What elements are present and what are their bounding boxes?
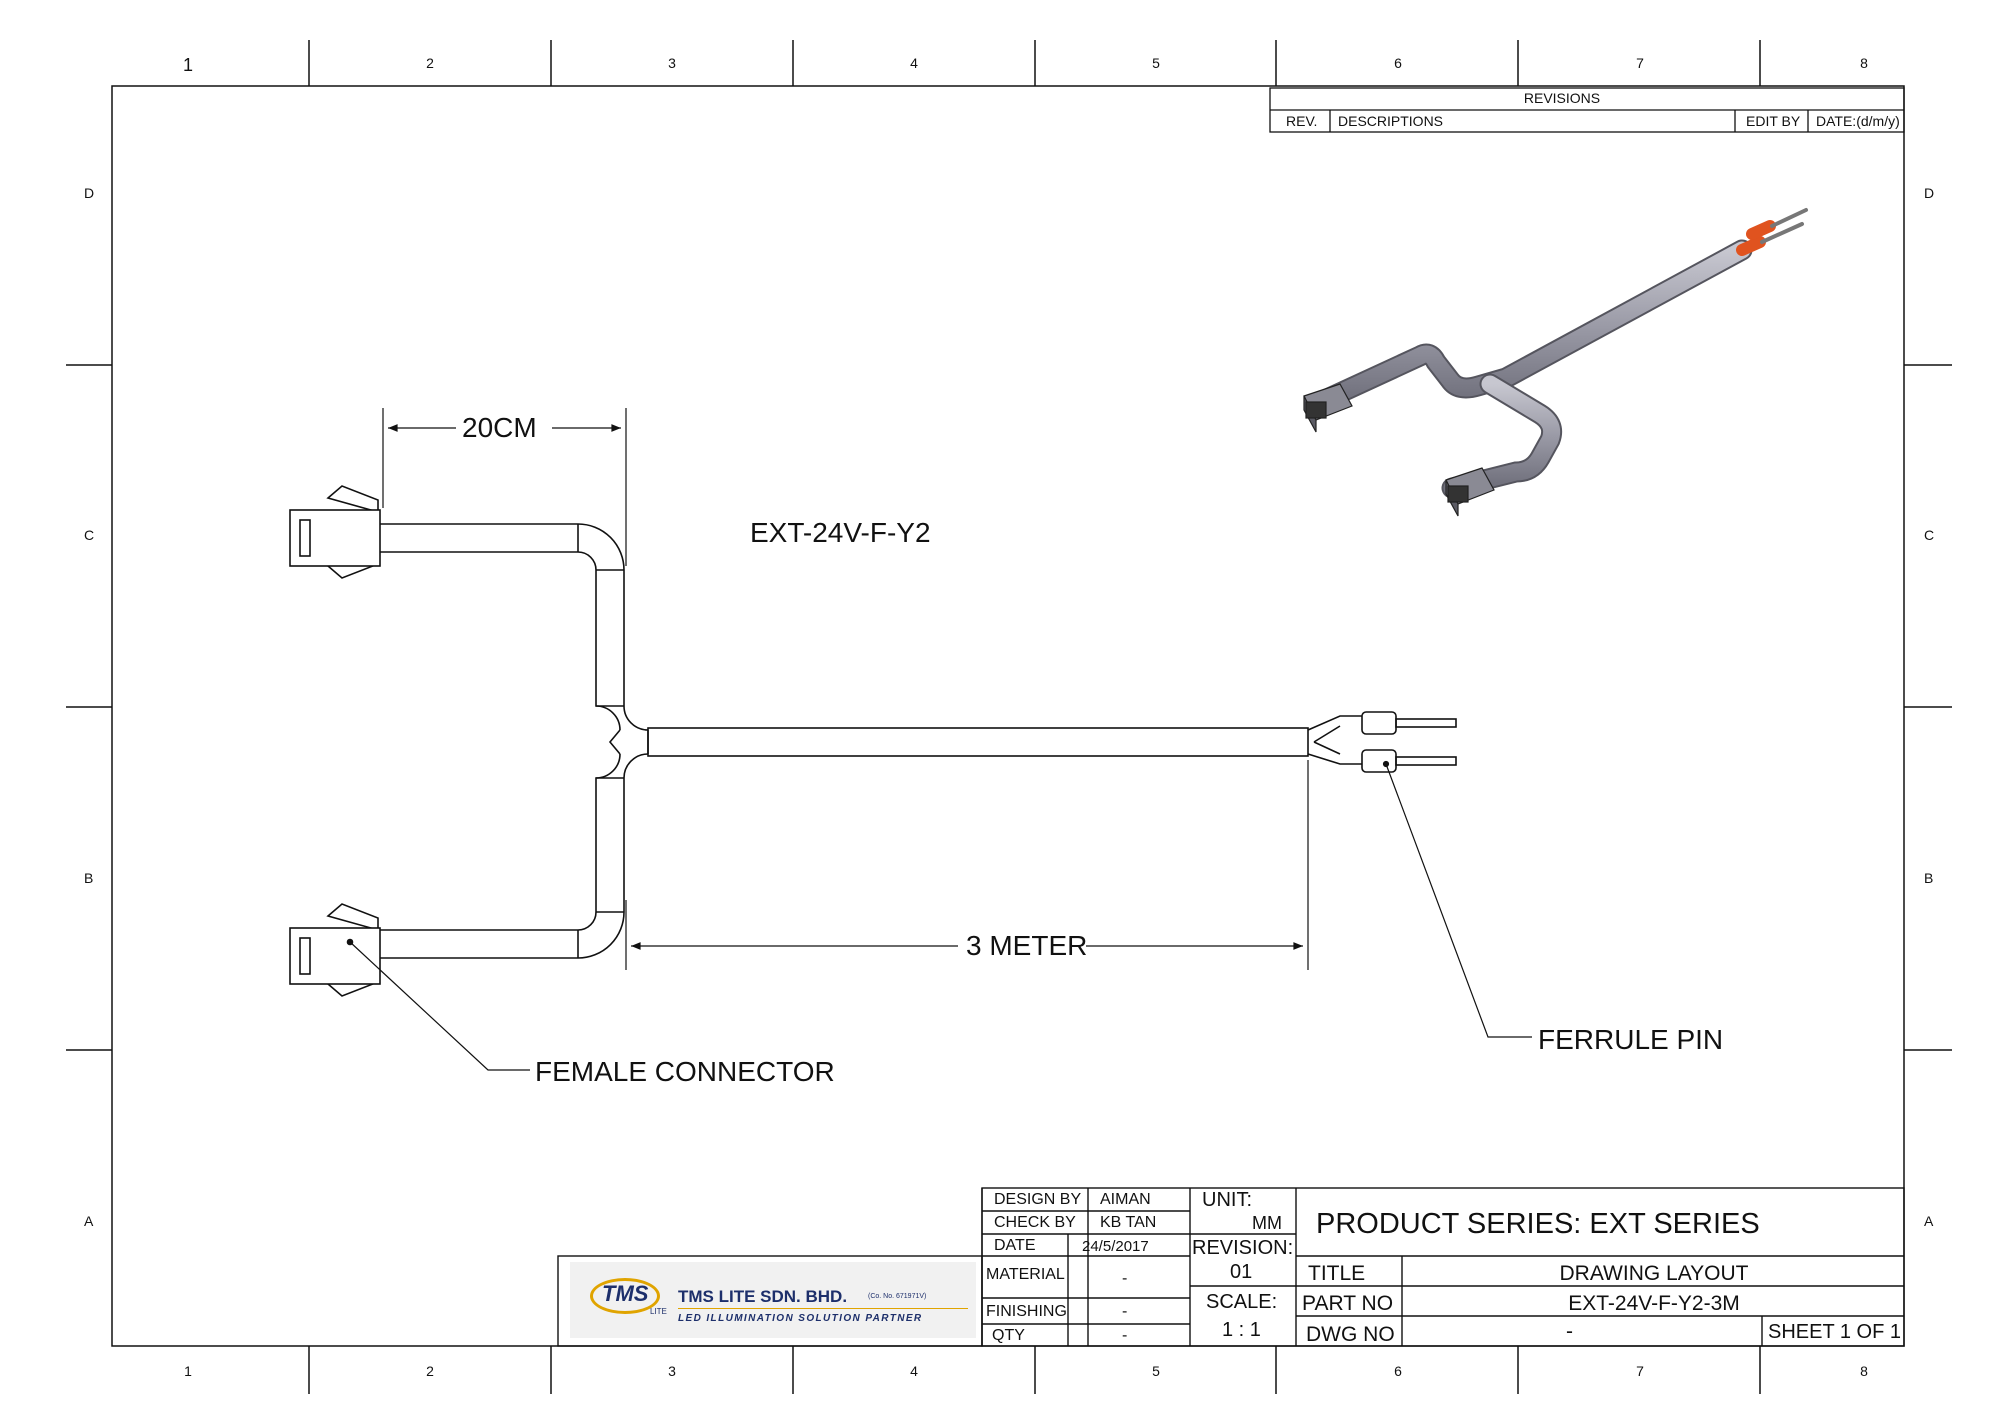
company-reg-no: (Co. No. 671971V) xyxy=(868,1293,927,1300)
tb-qty: - xyxy=(1122,1327,1128,1344)
zone-col-6-bottom: 6 xyxy=(1394,1363,1402,1379)
tb-date: 24/5/2017 xyxy=(1082,1238,1149,1255)
zone-row-c-right: C xyxy=(1924,527,1935,543)
tb-date-label: DATE xyxy=(994,1237,1036,1254)
zone-col-2-top: 2 xyxy=(426,55,434,71)
dimension-branch-label: 20CM xyxy=(462,412,537,443)
tb-finishing: - xyxy=(1122,1303,1128,1320)
tb-finishing-label: FINISHING xyxy=(986,1303,1067,1320)
revisions-table xyxy=(1269,87,1905,133)
zone-row-b-left: B xyxy=(84,870,94,886)
model-label: EXT-24V-F-Y2 xyxy=(750,517,931,548)
logo-divider xyxy=(678,1308,968,1309)
zone-col-6-top: 6 xyxy=(1394,55,1402,71)
logo-text: TMS xyxy=(602,1281,649,1306)
tb-unit-label: UNIT: xyxy=(1202,1189,1252,1211)
zone-col-3-bottom: 3 xyxy=(668,1363,676,1379)
harness-2d xyxy=(380,523,1457,959)
tb-revision: 01 xyxy=(1230,1261,1253,1283)
tb-material: - xyxy=(1122,1270,1128,1287)
tb-scale: 1 : 1 xyxy=(1222,1319,1261,1341)
connector-3d-b xyxy=(1445,467,1495,517)
tb-part-no-label: PART NO xyxy=(1302,1292,1394,1315)
zone-row-d-left: D xyxy=(84,185,95,201)
zone-col-5-bottom: 5 xyxy=(1152,1363,1160,1379)
zone-col-4-top: 4 xyxy=(910,55,918,71)
zone-col-4-bottom: 4 xyxy=(910,1363,918,1379)
tb-check-by-label: CHECK BY xyxy=(994,1214,1076,1231)
callout-ferrule-pin: FERRULE PIN xyxy=(1538,1024,1724,1055)
zone-row-a-left: A xyxy=(84,1213,94,1229)
zone-col-2-bottom: 2 xyxy=(426,1363,434,1379)
revisions-title: REVISIONS xyxy=(1523,90,1601,106)
tb-product-series: PRODUCT SERIES: EXT SERIES xyxy=(1316,1208,1760,1240)
tb-dwg-no: - xyxy=(1566,1320,1573,1343)
zone-row-c-left: C xyxy=(84,527,95,543)
zone-row-a-right: A xyxy=(1924,1213,1934,1229)
zone-col-8-top: 8 xyxy=(1860,55,1868,71)
tb-design-by-label: DESIGN BY xyxy=(994,1191,1082,1208)
tb-unit: MM xyxy=(1252,1213,1282,1233)
female-connector-top xyxy=(289,485,381,579)
zone-col-8-bottom: 8 xyxy=(1860,1363,1868,1379)
zone-row-d-right: D xyxy=(1924,185,1935,201)
revisions-header-date: DATE:(d/m/y) xyxy=(1816,113,1900,129)
tb-dwg-no-label: DWG NO xyxy=(1306,1323,1395,1346)
tb-part-no: EXT-24V-F-Y2-3M xyxy=(1568,1292,1740,1315)
harness-3d-view xyxy=(1305,208,1808,499)
zone-col-7-top: 7 xyxy=(1636,55,1644,71)
tb-title-label: TITLE xyxy=(1308,1262,1366,1285)
tb-material-label: MATERIAL xyxy=(986,1266,1065,1283)
company-tagline: LED ILLUMINATION SOLUTION PARTNER xyxy=(678,1313,923,1324)
tb-design-by: AIMAN xyxy=(1100,1191,1151,1208)
connector-3d-a xyxy=(1303,383,1353,433)
zone-row-b-right: B xyxy=(1924,870,1934,886)
callout-leaders xyxy=(349,760,1532,1071)
female-connector-bottom xyxy=(289,903,381,997)
company-logo-block: TMS LITE TMS LITE SDN. BHD. (Co. No. 671… xyxy=(570,1262,976,1338)
zone-col-5-top: 5 xyxy=(1152,55,1160,71)
company-name: TMS LITE SDN. BHD. xyxy=(678,1287,848,1306)
revisions-header-descriptions: DESCRIPTIONS xyxy=(1338,113,1444,129)
tb-qty-label: QTY xyxy=(992,1327,1025,1344)
revisions-header-rev: REV. xyxy=(1286,113,1318,129)
tms-logo-icon xyxy=(590,1278,660,1314)
dimension-lines xyxy=(382,408,1309,970)
tb-sheet: SHEET 1 OF 1 xyxy=(1768,1321,1902,1343)
title-block-grid xyxy=(557,1187,1905,1347)
tb-title: DRAWING LAYOUT xyxy=(1559,1262,1749,1285)
dimension-main-label: 3 METER xyxy=(966,930,1088,961)
zone-col-7-bottom: 7 xyxy=(1636,1363,1644,1379)
logo-sub: LITE xyxy=(650,1307,667,1316)
zone-col-3-top: 3 xyxy=(668,55,676,71)
zone-col-1-top: 1 xyxy=(182,55,194,75)
callout-female-connector: FEMALE CONNECTOR xyxy=(535,1056,835,1087)
revisions-header-edit-by: EDIT BY xyxy=(1746,113,1801,129)
zone-col-1-bottom: 1 xyxy=(184,1363,192,1379)
tb-check-by: KB TAN xyxy=(1100,1214,1157,1231)
tb-revision-label: REVISION: xyxy=(1192,1237,1294,1259)
tb-scale-label: SCALE: xyxy=(1206,1291,1278,1313)
